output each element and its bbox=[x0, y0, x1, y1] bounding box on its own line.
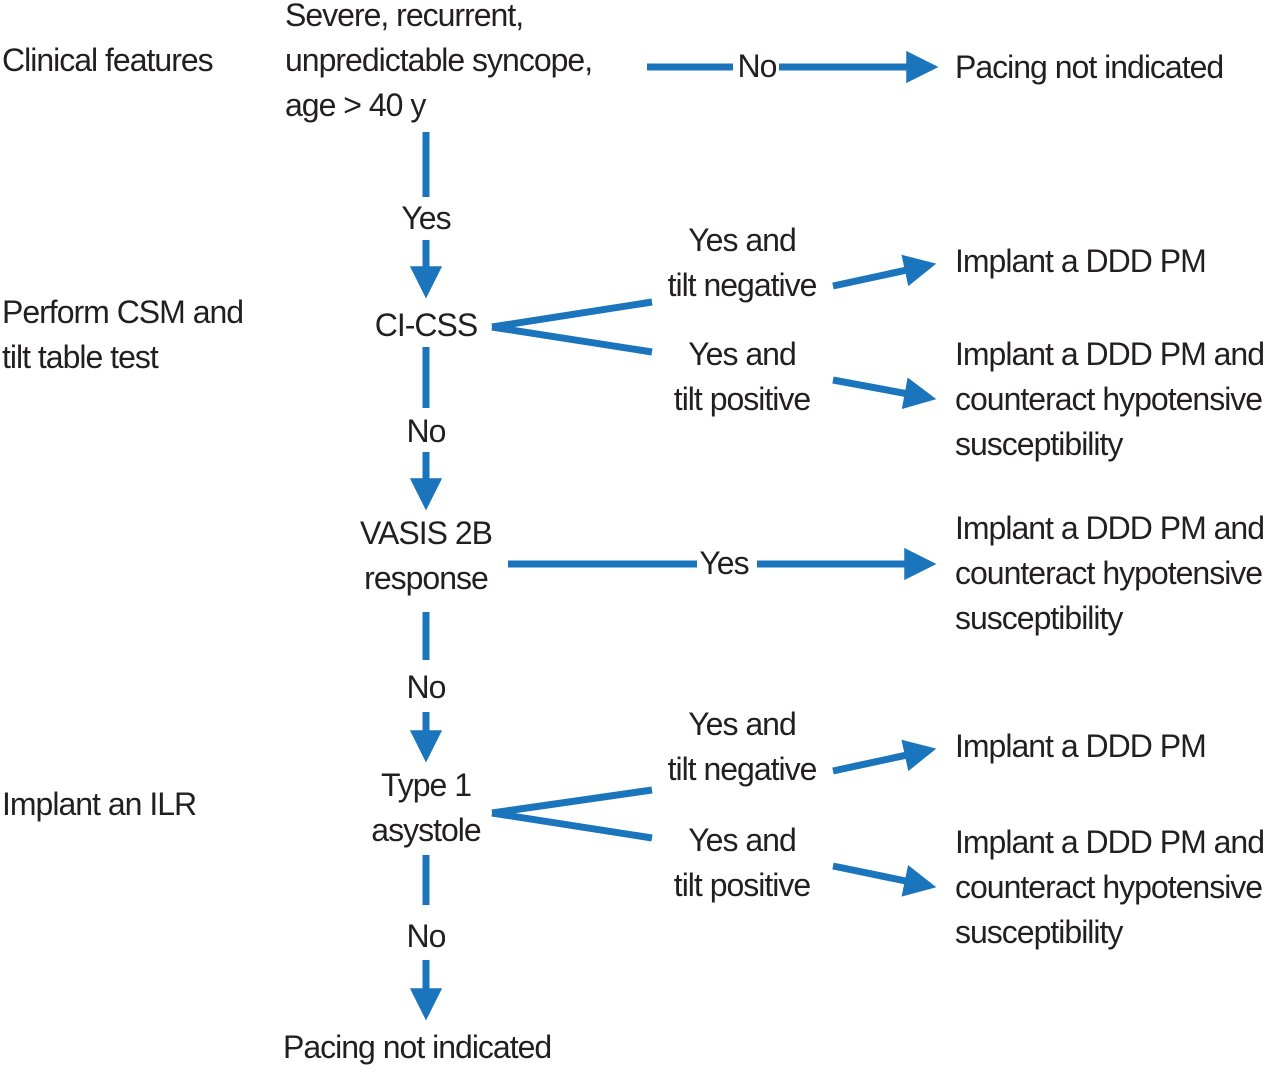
stage-label-clinical-features: Clinical features bbox=[2, 42, 214, 78]
connector-type1-branch-upper bbox=[491, 786, 653, 817]
edge-label-no-vasis: No bbox=[406, 669, 447, 705]
connector-type1-branch-lower bbox=[491, 809, 653, 842]
connector-cicss-tiltneg-arrow bbox=[832, 254, 937, 290]
edge-label-yes-tilt-positive-2: Yes and tilt positive bbox=[673, 822, 811, 903]
stage-label-implant-ilr: Implant an ILR bbox=[2, 786, 197, 822]
edge-label-yes-tilt-negative-2: Yes and tilt negative bbox=[667, 706, 818, 787]
edge-label-no-cicss: No bbox=[406, 413, 447, 449]
connector-type1-tiltpos-arrow bbox=[832, 862, 937, 897]
node-entry-criteria: Severe, recurrent, unpredictable syncope… bbox=[285, 0, 593, 123]
outcome-implant-ddd-counteract-2: Implant a DDD PM and counteract hypotens… bbox=[955, 510, 1265, 636]
node-type1-asystole: Type 1 asystole bbox=[371, 767, 481, 848]
edge-label-no-type1: No bbox=[406, 918, 447, 954]
node-ci-css: CI-CSS bbox=[374, 307, 478, 343]
edge-label-no-entry: No bbox=[737, 48, 778, 84]
node-vasis-2b: VASIS 2B response bbox=[360, 515, 493, 596]
connector-type1-tiltneg-arrow bbox=[832, 739, 937, 775]
connector-cicss-branch-lower bbox=[491, 323, 653, 356]
outcome-pacing-not-indicated-top: Pacing not indicated bbox=[955, 49, 1224, 85]
outcome-implant-ddd-counteract-3: Implant a DDD PM and counteract hypotens… bbox=[955, 824, 1265, 950]
outcome-implant-ddd-1: Implant a DDD PM bbox=[955, 243, 1207, 279]
outcome-pacing-not-indicated-bottom: Pacing not indicated bbox=[283, 1029, 552, 1065]
edge-label-yes-tilt-positive-1: Yes and tilt positive bbox=[673, 336, 811, 417]
stage-label-perform-csm: Perform CSM and tilt table test bbox=[2, 294, 244, 375]
connector-cicss-branch-upper bbox=[491, 298, 653, 331]
edge-label-yes-tilt-negative-1: Yes and tilt negative bbox=[667, 222, 818, 303]
edge-label-yes-entry: Yes bbox=[401, 200, 451, 236]
connector-cicss-tiltpos-arrow bbox=[832, 376, 937, 410]
outcome-implant-ddd-counteract-1: Implant a DDD PM and counteract hypotens… bbox=[955, 336, 1265, 462]
outcome-implant-ddd-2: Implant a DDD PM bbox=[955, 728, 1207, 764]
edge-label-yes-vasis: Yes bbox=[699, 545, 749, 581]
